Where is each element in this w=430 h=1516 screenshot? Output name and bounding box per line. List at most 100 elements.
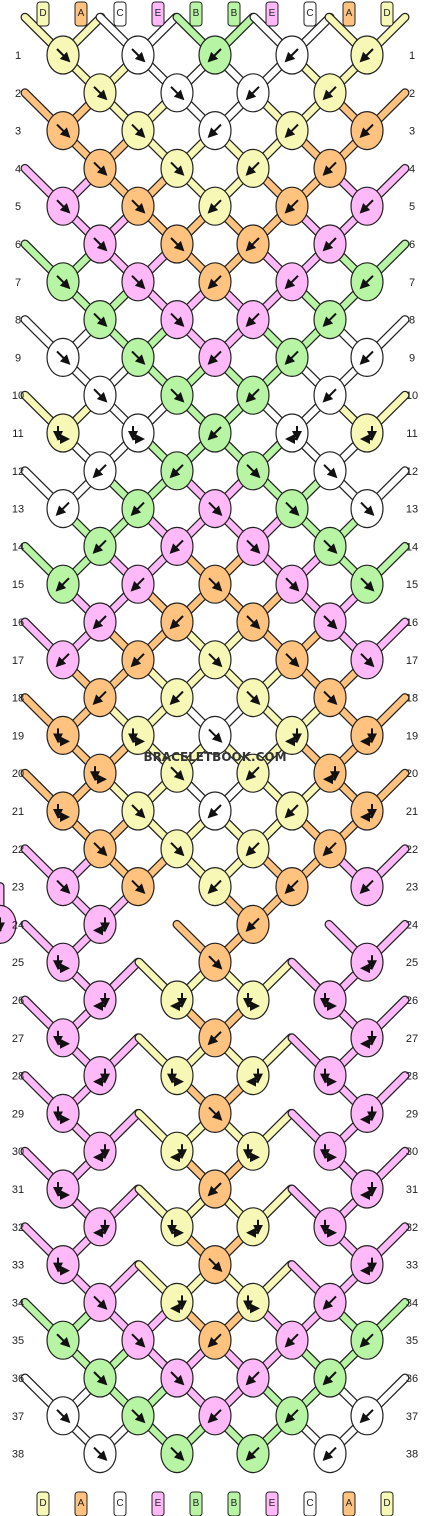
knot [46,413,80,453]
strand-label-top: C [303,1,317,27]
row-number-right: 6 [409,239,415,251]
row-number-right: 3 [409,126,415,138]
direction-arrow-icon [323,690,338,706]
row-number-right: 4 [409,163,415,175]
knot [160,753,194,793]
direction-arrow-icon [322,388,337,403]
knot [198,715,232,756]
knot [275,715,309,756]
knot [236,1131,270,1171]
knot [198,1169,232,1209]
knot [313,1358,347,1398]
knot [160,602,194,642]
knot [275,337,309,377]
knot [46,186,80,226]
direction-arrow-icon [284,123,299,139]
direction-arrow-icon [322,237,337,252]
direction-arrow-icon [170,161,185,176]
knot [121,564,155,604]
knot [236,300,270,340]
knot [160,224,194,264]
direction-arrow-icon [322,312,337,328]
direction-arrow-icon [92,539,107,554]
knot [313,1131,347,1171]
knot [160,1055,194,1096]
strand-label-bottom: A [74,1491,88,1516]
knot [121,262,155,302]
row-number-left: 2 [15,88,21,100]
direction-arrow-icon [131,1409,146,1424]
knot [198,262,232,302]
strand-label-bottom: E [265,1491,279,1516]
direction-arrow-icon [207,1409,222,1424]
knot [198,1396,232,1436]
direction-arrow-icon [208,1257,223,1273]
row-number-right: 10 [406,390,418,402]
direction-arrow-icon [245,86,260,101]
row-number-right: 35 [406,1335,418,1347]
knot [160,829,194,869]
strand-label-bottom: E [151,1491,165,1516]
svg-text:A: A [78,1498,85,1509]
knot [46,1169,80,1209]
knot [350,640,384,680]
knot [236,73,270,113]
direction-arrow-icon [322,842,337,857]
row-number-right: 29 [406,1108,418,1120]
direction-arrow-icon [207,199,222,214]
direction-arrow-icon [130,653,145,668]
knot [236,451,270,491]
knot [46,262,80,302]
knot [275,111,309,151]
direction-arrow-icon [245,237,260,252]
direction-arrow-icon [131,350,146,365]
direction-arrow-icon [322,1295,337,1310]
strand-label-top: D [380,1,394,27]
row-number-right: 36 [406,1373,418,1385]
knot [121,337,155,377]
svg-text:C: C [116,1498,123,1509]
knot-grid [0,35,384,1474]
direction-arrow-icon [246,690,261,706]
knot [236,224,270,264]
direction-arrow-icon [284,350,299,365]
knot [198,1018,232,1058]
knot [313,73,347,113]
row-number-left: 22 [12,844,24,856]
knot [198,791,232,831]
direction-arrow-icon [56,1409,71,1424]
knot [83,1055,117,1096]
knot [83,1433,117,1474]
knot [160,1207,194,1247]
row-number-left: 10 [12,390,24,402]
direction-arrow-icon [359,1333,374,1348]
knot [275,1396,309,1436]
row-number-right: 26 [406,995,418,1007]
row-number-right: 7 [409,277,415,289]
knot [275,413,309,453]
row-number-left: 6 [15,239,21,251]
svg-text:C: C [116,8,123,19]
knot [83,300,117,340]
direction-arrow-icon [170,86,185,101]
row-number-right: 9 [409,352,415,364]
direction-arrow-icon [245,161,260,176]
knot [46,1244,80,1285]
direction-arrow-icon [284,199,299,214]
knot [83,1282,117,1323]
knot [313,753,347,793]
strand-label-top: A [342,1,356,27]
row-number-right: 16 [406,617,418,629]
knot [46,715,80,756]
knot [46,1396,80,1436]
direction-arrow-icon [170,312,185,328]
knot [350,111,384,151]
direction-arrow-icon [131,199,146,214]
knot [313,300,347,340]
knot [275,262,309,302]
direction-arrow-icon [131,48,146,63]
knot [46,1320,80,1360]
knot [160,451,194,491]
knot [313,375,347,415]
